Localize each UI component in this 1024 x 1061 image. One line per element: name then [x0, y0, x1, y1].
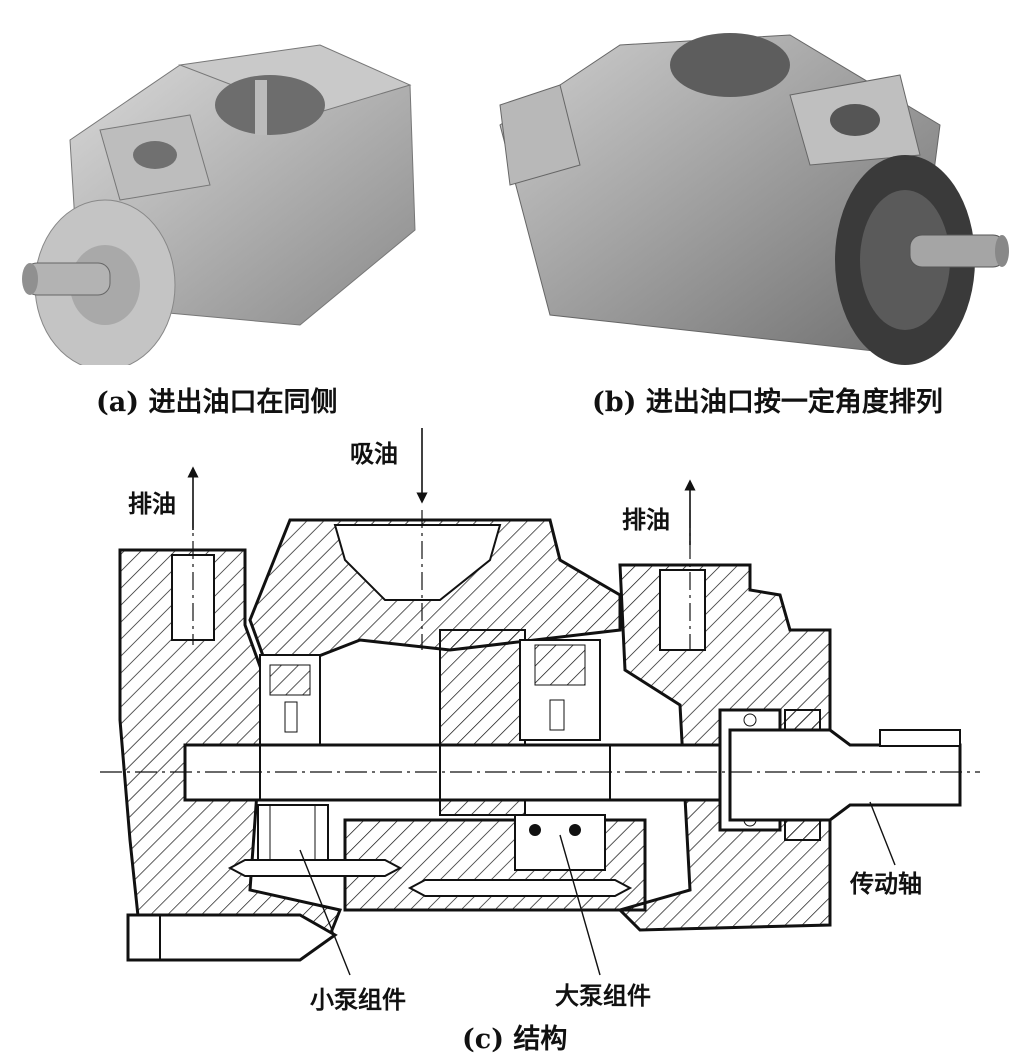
large-pump-assembly [514, 639, 606, 871]
drive-shaft-label: 传动轴 [849, 870, 922, 898]
suction-port [333, 524, 502, 601]
discharge-right-label: 排油 [622, 506, 670, 534]
photo-b-caption: (b) 进出油口按一定角度排列 [592, 387, 943, 418]
drive-shaft [728, 728, 962, 822]
tie-bolt [126, 913, 338, 962]
left-housing [118, 548, 343, 937]
suction-label: 吸油 [350, 440, 398, 468]
pump-cross-section-diagram: 吸油 排油 排油 传动轴 小泵组件 大泵组件 (c) 结构 [100, 428, 980, 1055]
pump-photo-b [499, 33, 1009, 365]
discharge-left-label: 排油 [128, 490, 176, 518]
diagram-caption: (c) 结构 [462, 1024, 567, 1055]
small-pump-assembly [257, 654, 329, 861]
photo-a-caption: (a) 进出油口在同侧 [96, 387, 338, 418]
large-pump-label: 大泵组件 [555, 982, 651, 1010]
pump-photo-a [22, 44, 416, 365]
small-pump-label: 小泵组件 [310, 986, 406, 1014]
right-discharge-port [659, 569, 706, 651]
